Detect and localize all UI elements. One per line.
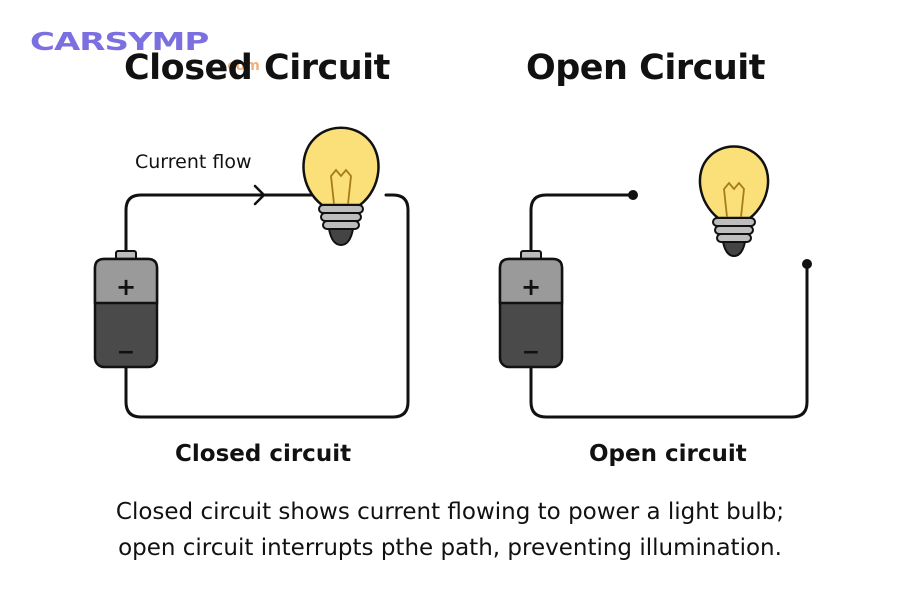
caption: Closed circuit shows current flowing to …: [0, 494, 900, 566]
battery-icon: + −: [498, 250, 564, 369]
closed-circuit-title: Closed Circuit: [124, 48, 390, 88]
current-flow-arrow: [253, 184, 266, 206]
battery-plus-terminal: +: [116, 273, 136, 301]
open-circuit-wire-bottom: [529, 262, 809, 419]
open-wire-end-top: [628, 190, 638, 200]
watermark-logo: CARSYMP: [30, 27, 209, 57]
watermark-suffix: .com: [222, 58, 260, 74]
open-circuit-wire-top: [529, 193, 635, 260]
open-circuit-diagram: + −: [498, 145, 812, 419]
closed-circuit-wire: [124, 193, 410, 419]
closed-circuit-label: Closed circuit: [175, 441, 352, 467]
open-circuit-label: Open circuit: [589, 441, 747, 467]
caption-line-2: open circuit interrupts pthe path, preve…: [118, 535, 782, 561]
battery-plus-terminal: +: [521, 273, 541, 301]
open-circuit-title: Open Circuit: [526, 48, 765, 88]
battery-icon: + −: [93, 250, 159, 369]
bulb-icon: [698, 145, 770, 258]
battery-minus-terminal: −: [117, 340, 135, 365]
lit-bulb-icon: [302, 126, 380, 247]
current-flow-label: Current flow: [135, 151, 252, 173]
open-wire-end-right: [802, 259, 812, 269]
battery-minus-terminal: −: [522, 340, 540, 365]
caption-line-1: Closed circuit shows current flowing to …: [115, 499, 785, 525]
closed-circuit-diagram: + −: [93, 126, 410, 419]
